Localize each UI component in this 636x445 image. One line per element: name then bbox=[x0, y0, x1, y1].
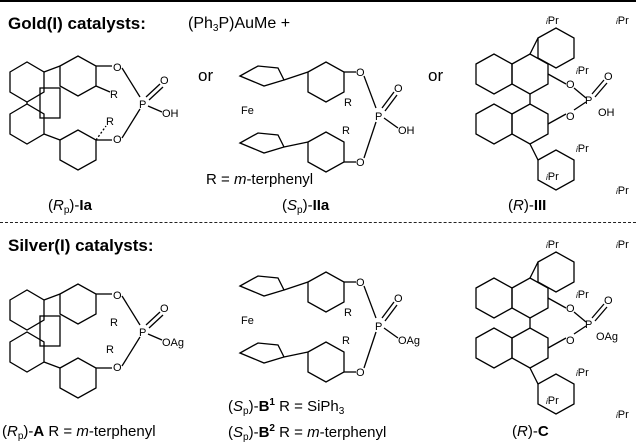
iPr-label: iPr bbox=[546, 15, 559, 27]
iPr-label: iPr bbox=[576, 65, 589, 77]
atom-O: O bbox=[113, 62, 122, 74]
structure-III: O O P O OH iPr iPr iPr iPr iPr iPr bbox=[475, 15, 629, 197]
iPr-label: iPr bbox=[546, 395, 559, 407]
label-IIa: (Sp)-IIa bbox=[282, 197, 330, 216]
atom-O: O bbox=[356, 277, 365, 289]
atom-O: O bbox=[566, 303, 575, 315]
structure-A: O O P O OAg R R bbox=[9, 283, 184, 399]
atom-OAg: OAg bbox=[162, 337, 184, 349]
gold-reagent: (Ph3P)AuMe + bbox=[188, 15, 290, 34]
iPr-label: iPr bbox=[546, 239, 559, 251]
top-rule bbox=[0, 0, 636, 2]
atom-R: R bbox=[106, 344, 114, 356]
atom-P: P bbox=[375, 321, 382, 333]
atom-O: O bbox=[394, 83, 403, 95]
atom-Fe: Fe bbox=[241, 105, 254, 117]
atom-R: R bbox=[106, 116, 114, 128]
reagent-suffix: P)AuMe + bbox=[218, 15, 291, 32]
reagent-subscript: 3 bbox=[212, 23, 219, 34]
label-C: (R)-C bbox=[512, 423, 549, 440]
atom-O: O bbox=[566, 79, 575, 91]
gold-r-definition: R = m-terphenyl bbox=[206, 171, 313, 188]
atom-O: O bbox=[566, 111, 575, 123]
iPr-label: iPr bbox=[616, 15, 629, 27]
r-def-prefix: R = bbox=[206, 171, 234, 188]
label-A: (Rp)-A R = m-terphenyl bbox=[2, 423, 156, 442]
atom-OH: OH bbox=[598, 107, 615, 119]
section-divider bbox=[0, 222, 636, 223]
iPr-label: iPr bbox=[546, 171, 559, 183]
iPr-label: iPr bbox=[576, 289, 589, 301]
atom-O: O bbox=[113, 362, 122, 374]
structure-IIa: Fe O O P O OH R R bbox=[238, 61, 415, 173]
atom-O: O bbox=[604, 295, 613, 307]
label-B2: (Sp)-B2 R = m-terphenyl bbox=[228, 423, 387, 443]
atom-R: R bbox=[344, 97, 352, 109]
reagent-prefix: (Ph bbox=[188, 15, 213, 32]
atom-O: O bbox=[356, 157, 365, 169]
atom-O: O bbox=[356, 367, 365, 379]
atom-O: O bbox=[113, 290, 122, 302]
iPr-label: iPr bbox=[576, 143, 589, 155]
atom-O: O bbox=[160, 75, 169, 87]
atom-O: O bbox=[604, 71, 613, 83]
label-III: (R)-III bbox=[508, 197, 547, 214]
iPr-label: iPr bbox=[616, 239, 629, 251]
atom-P: P bbox=[585, 95, 592, 107]
atom-P: P bbox=[375, 111, 382, 123]
or-text-1: or bbox=[198, 66, 214, 85]
structure-C: O O P O OAg iPr iPr iPr iPr iPr iPr bbox=[475, 239, 629, 421]
atom-R: R bbox=[342, 125, 350, 137]
atom-OH: OH bbox=[162, 108, 179, 120]
atom-R: R bbox=[110, 317, 118, 329]
atom-O: O bbox=[394, 293, 403, 305]
atom-O: O bbox=[356, 67, 365, 79]
structure-Ia: O O P O OH R R bbox=[9, 55, 179, 171]
atom-R: R bbox=[344, 307, 352, 319]
or-text-2: or bbox=[428, 66, 444, 85]
atom-OAg: OAg bbox=[398, 335, 420, 347]
atom-O: O bbox=[566, 335, 575, 347]
atom-R: R bbox=[342, 335, 350, 347]
atom-P: P bbox=[139, 99, 146, 111]
label-Ia: (Rp)-Ia bbox=[48, 197, 92, 216]
r-def-rest: -terphenyl bbox=[246, 171, 314, 188]
atom-OAg: OAg bbox=[596, 331, 618, 343]
atom-O: O bbox=[160, 303, 169, 315]
iPr-label: iPr bbox=[576, 367, 589, 379]
silver-section-title: Silver(I) catalysts: bbox=[8, 236, 154, 255]
gold-section-title: Gold(I) catalysts: bbox=[8, 14, 146, 33]
structure-B: Fe O O P O OAg R R bbox=[238, 271, 420, 383]
atom-Fe: Fe bbox=[241, 315, 254, 327]
atom-OH: OH bbox=[398, 125, 415, 137]
atom-O: O bbox=[113, 134, 122, 146]
label-B1: (Sp)-B1 R = SiPh3 bbox=[228, 397, 345, 417]
iPr-label: iPr bbox=[616, 185, 629, 197]
iPr-label: iPr bbox=[616, 409, 629, 421]
r-def-italic: m bbox=[233, 171, 247, 188]
atom-P: P bbox=[139, 327, 146, 339]
atom-P: P bbox=[585, 319, 592, 331]
atom-R: R bbox=[110, 89, 118, 101]
